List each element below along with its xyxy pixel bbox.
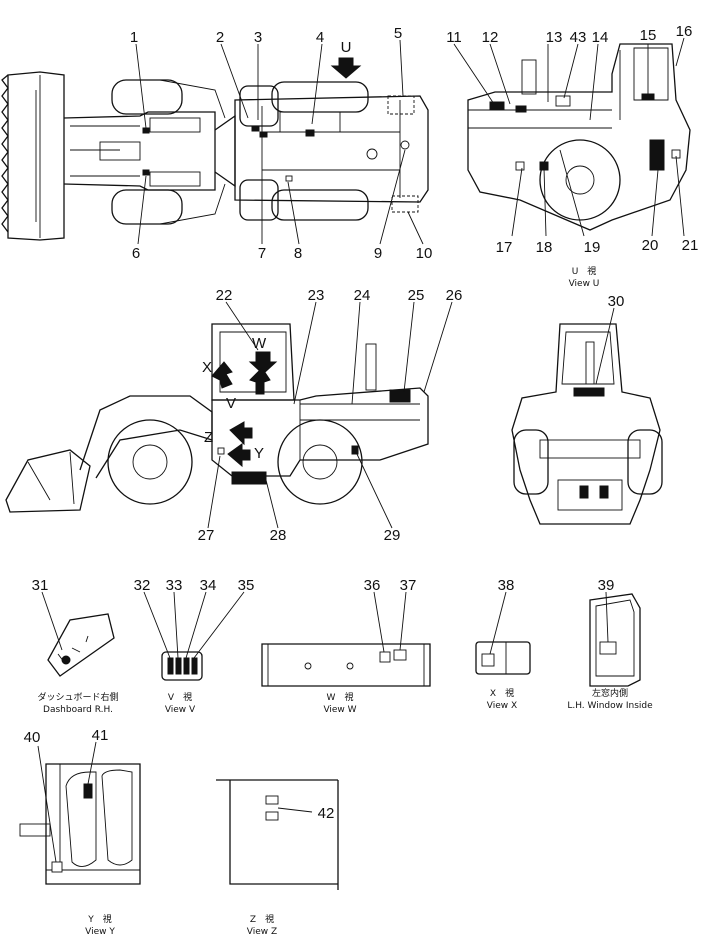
dashboard-caption: Dashboard R.H. [43,705,113,715]
callout-1: 1 [130,29,138,46]
view-w-detail: W 視 View W [261,591,431,715]
callout-11: 11 [446,29,462,46]
view-w-caption-jp: W 視 [327,691,354,703]
callout-15: 15 [640,27,657,44]
view-u-diagram: U 視 View U [453,37,691,289]
view-z-caption-jp: Z 視 [250,913,274,925]
callout-27: 27 [198,527,215,544]
view-v-caption-jp: V 視 [168,691,192,703]
callout-40: 40 [24,729,41,746]
view-x-detail: X 視 View X [475,591,531,711]
view-v-caption: View V [165,705,196,715]
callout-9: 9 [374,245,382,262]
view-v-detail: V 視 View V [143,591,245,715]
callout-38: 38 [498,577,515,594]
callout-19: 19 [584,239,601,256]
callout-20: 20 [642,237,659,254]
callout-34: 34 [200,577,217,594]
callout-26: 26 [446,287,463,304]
lh-window-detail: 左窓内側 L.H. Window Inside [567,591,653,711]
callout-33: 33 [166,577,183,594]
view-u-caption-jp: U 視 [572,265,597,277]
callout-39: 39 [598,577,615,594]
dashboard-caption-jp: ダッシュボード右側 [37,691,118,703]
view-w-caption: View W [323,705,356,715]
callout-41: 41 [92,727,109,744]
window-caption: L.H. Window Inside [567,701,653,711]
view-u-letter: U [341,39,352,56]
callout-23: 23 [308,287,325,304]
front-view-loader [511,307,663,525]
callout-37: 37 [400,577,417,594]
view-x-caption: View X [487,701,517,711]
callout-16: 16 [676,23,693,40]
callout-36: 36 [364,577,381,594]
view-y-caption-jp: Y 視 [87,913,112,925]
callout-14: 14 [592,29,609,46]
callout-7: 7 [258,245,266,262]
callout-18: 18 [536,239,553,256]
callout-22: 22 [216,287,233,304]
view-y-detail: Y 視 View Y [19,741,141,937]
callout-4: 4 [316,29,324,46]
view-z-detail: Z 視 View Z [216,779,339,937]
view-y-caption: View Y [85,927,115,937]
callout-25: 25 [408,287,425,304]
callout-17: 17 [496,239,513,256]
callout-35: 35 [238,577,255,594]
view-z-caption: View Z [247,927,277,937]
callout-2: 2 [216,29,224,46]
callout-30: 30 [608,293,625,310]
dashboard-rh-detail: ダッシュボード右側 Dashboard R.H. [37,591,119,715]
callout-28: 28 [270,527,287,544]
callout-24: 24 [354,287,371,304]
callout-29: 29 [384,527,401,544]
callout-3: 3 [254,29,262,46]
side-view-loader: X W V Z Y [5,301,453,529]
view-z-letter: Z [204,429,213,446]
window-caption-jp: 左窓内側 [592,687,628,699]
callout-32: 32 [134,577,151,594]
callout-5: 5 [394,25,402,42]
view-x-caption-jp: X 視 [490,687,514,699]
view-w-letter: W [252,335,267,352]
callout-42: 42 [318,805,335,822]
callout-6: 6 [132,245,140,262]
view-v-letter: V [226,395,236,412]
callout-43: 43 [570,29,587,46]
top-view-loader: U [1,39,429,245]
callout-31: 31 [32,577,49,594]
view-x-letter: X [202,359,212,376]
callout-8: 8 [294,245,302,262]
callout-10: 10 [416,245,433,262]
view-y-letter: Y [254,445,264,462]
callout-21: 21 [682,237,699,254]
callout-numbers: 1 2 3 4 5 6 7 8 9 10 11 12 13 43 14 15 1… [24,23,699,822]
callout-13: 13 [546,29,563,46]
callout-12: 12 [482,29,499,46]
view-u-caption: View U [569,279,600,289]
